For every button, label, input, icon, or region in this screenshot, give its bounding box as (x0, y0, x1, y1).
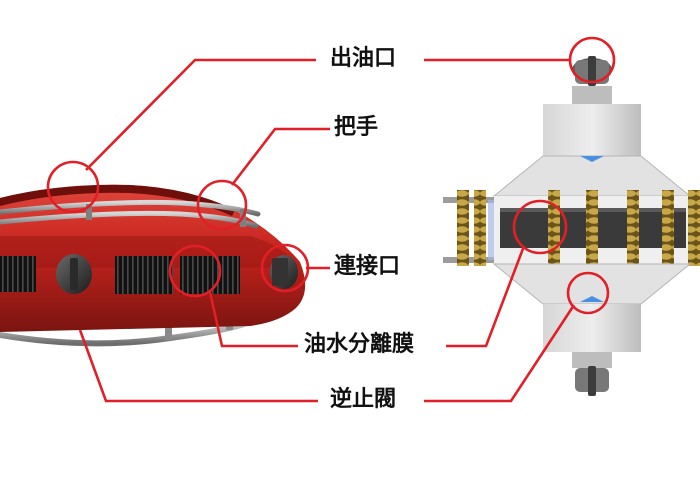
separator-cross-section (443, 56, 700, 396)
handle-post-1 (86, 204, 92, 220)
outlet-neck (572, 86, 612, 104)
skimmer-device (0, 184, 306, 347)
lower-neck (572, 352, 612, 368)
handle-rail-lower (0, 210, 259, 229)
callout-line-outlet-left (85, 58, 316, 171)
spring-7 (688, 190, 700, 266)
callout-line-membrane-left (208, 291, 298, 348)
callout-line-handle (230, 127, 330, 186)
callout-circle-outlet-left (46, 160, 100, 214)
callout-circle-connector (260, 243, 310, 293)
callout-circle-outlet-right (568, 36, 616, 84)
lower-fitting-slot (588, 366, 596, 396)
spring-3 (548, 190, 560, 266)
lower-cone-blue (580, 296, 604, 302)
label-outlet: 出油口 (330, 46, 397, 71)
callout-circle-handle (196, 179, 248, 231)
upper-cone-blue (580, 156, 604, 162)
callout-line-membrane-right (446, 245, 526, 348)
connector-port-cap (272, 258, 288, 286)
callout-circle-valve-right (566, 271, 610, 315)
spring-4 (586, 190, 598, 266)
spring-1 (457, 190, 469, 266)
top-rim (0, 184, 235, 216)
grille-panel-3 (180, 256, 240, 294)
label-connector: 連接口 (334, 254, 401, 279)
spring-2 (474, 190, 486, 266)
callout-line-valve-right (424, 304, 576, 403)
label-handle: 把手 (334, 115, 379, 140)
spring-6 (662, 190, 674, 266)
callouts (46, 36, 616, 403)
callout-circle-membrane-right (512, 199, 568, 255)
label-check-valve: 逆止閥 (330, 387, 397, 412)
outlet-fitting-slot (588, 56, 596, 86)
upper-housing (543, 104, 641, 156)
label-membrane: 油水分離膜 (304, 332, 415, 357)
grille-panel-2 (115, 256, 173, 294)
check-valve-port-slot (70, 258, 78, 290)
grille-panel-1 (0, 256, 36, 292)
rail-post-left (165, 322, 172, 340)
callout-circle-membrane-left (168, 244, 222, 298)
callout-line-valve-left (78, 329, 318, 403)
handle-rail-upper (0, 199, 261, 217)
spring-5 (627, 190, 639, 266)
